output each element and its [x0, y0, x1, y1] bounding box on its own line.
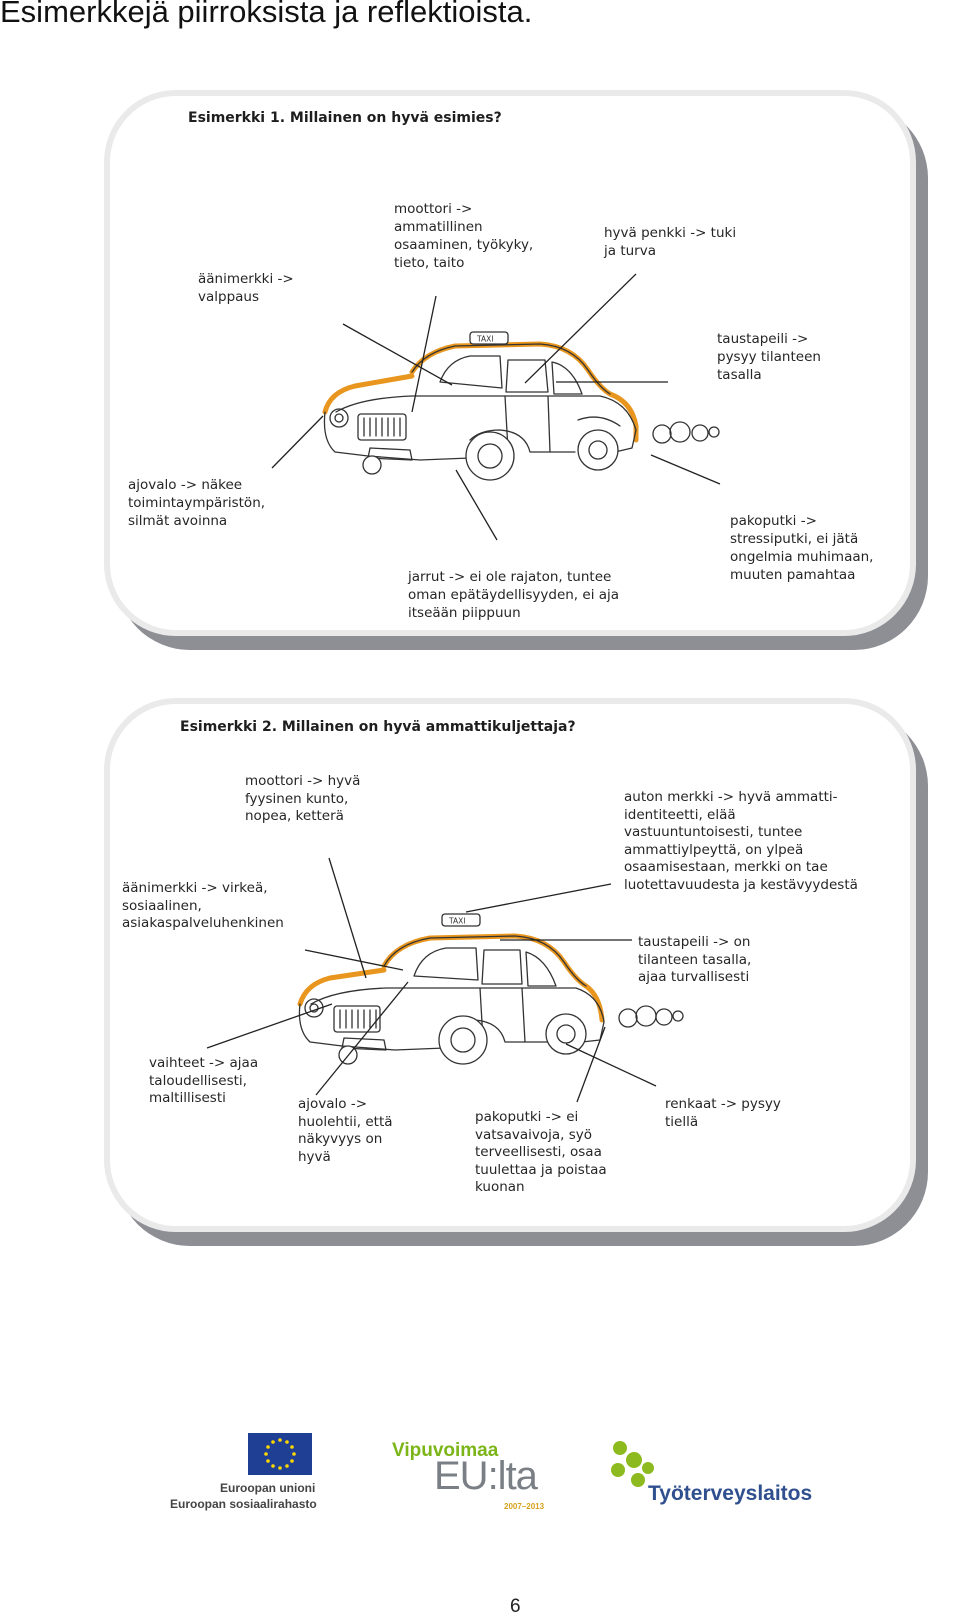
- ttl-logo-text: Työterveyslaitos: [648, 1482, 813, 1505]
- example1-label-jarrut: jarrut -> ei ole rajaton, tuntee oman ep…: [408, 569, 620, 621]
- example2-title: Esimerkki 2. Millainen on hyvä ammattiku…: [180, 719, 576, 735]
- eu-flag-icon: [248, 1433, 312, 1475]
- example2-label-moottori: moottori -> hyvä fyysinen kunto, nopea, …: [245, 773, 361, 824]
- example1-title: Esimerkki 1. Millainen on hyvä esimies?: [188, 110, 502, 126]
- example2-label-vaihteet: vaihteet -> ajaa taloudellisesti, maltil…: [149, 1055, 259, 1106]
- example1-label-moottori: moottori -> ammatillinen osaaminen, työk…: [394, 201, 534, 271]
- example1-card: [104, 90, 916, 636]
- vipuvoimaa-logo-main: EU:lta: [434, 1454, 538, 1498]
- example2-label-renkaat: renkaat -> pysyy tiellä: [665, 1096, 781, 1130]
- page-number: 6: [510, 1596, 521, 1617]
- example1-pointers: [271, 273, 721, 541]
- vipuvoimaa-logo-top: Vipuvoimaa: [392, 1440, 499, 1461]
- example2-label-ajovalo: ajovalo -> huolehtii, että näkyvyys on h…: [298, 1096, 393, 1165]
- example1-label-ajovalo: ajovalo -> näkee toimintaympäristön, sil…: [128, 477, 266, 529]
- example1-label-pakoputki: pakoputki -> stressiputki, ei jätä ongel…: [730, 513, 874, 583]
- example1-taxi-illustration: TAXI: [271, 273, 721, 541]
- example2-label-auton-merkki: auton merkki -> hyvä ammatti- identiteet…: [624, 789, 858, 893]
- eu-logo-line1: Euroopan unioni: [220, 1481, 316, 1495]
- example2-card: [104, 698, 916, 1232]
- page-heading: Esimerkkejä piirroksista ja reflektioist…: [0, 0, 533, 29]
- ttl-symbol-icon: [611, 1441, 654, 1487]
- example1-taxi-sign: TAXI: [476, 335, 493, 344]
- example1-label-penkki: hyvä penkki -> tuki ja turva: [604, 225, 737, 259]
- example1-label-aanimerkki: äänimerkki -> valppaus: [198, 271, 294, 305]
- example2-label-pakoputki: pakoputki -> ei vatsavaivoja, syö tervee…: [475, 1109, 607, 1195]
- example2-taxi-sign: TAXI: [448, 917, 465, 926]
- vipuvoimaa-logo: Vipuvoimaa EU:lta 2007–2013: [392, 1440, 562, 1520]
- example2-label-aanimerkki: äänimerkki -> virkeä, sosiaalinen, asiak…: [122, 880, 284, 931]
- example1-label-taustapeili: taustapeili -> pysyy tilanteen tasalla: [717, 331, 821, 383]
- eu-logo-line2: Euroopan sosiaalirahasto: [170, 1497, 317, 1511]
- eu-logo: Euroopan unioni Euroopan sosiaalirahasto: [168, 1433, 318, 1513]
- example2-taxi-illustration: TAXI: [206, 857, 684, 1103]
- vipuvoimaa-logo-years: 2007–2013: [504, 1502, 545, 1511]
- example2-label-taustapeili: taustapeili -> on tilanteen tasalla, aja…: [638, 934, 752, 985]
- example2-pointers: [206, 857, 657, 1103]
- tyoterveyslaitos-logo: Työterveyslaitos: [608, 1440, 812, 1512]
